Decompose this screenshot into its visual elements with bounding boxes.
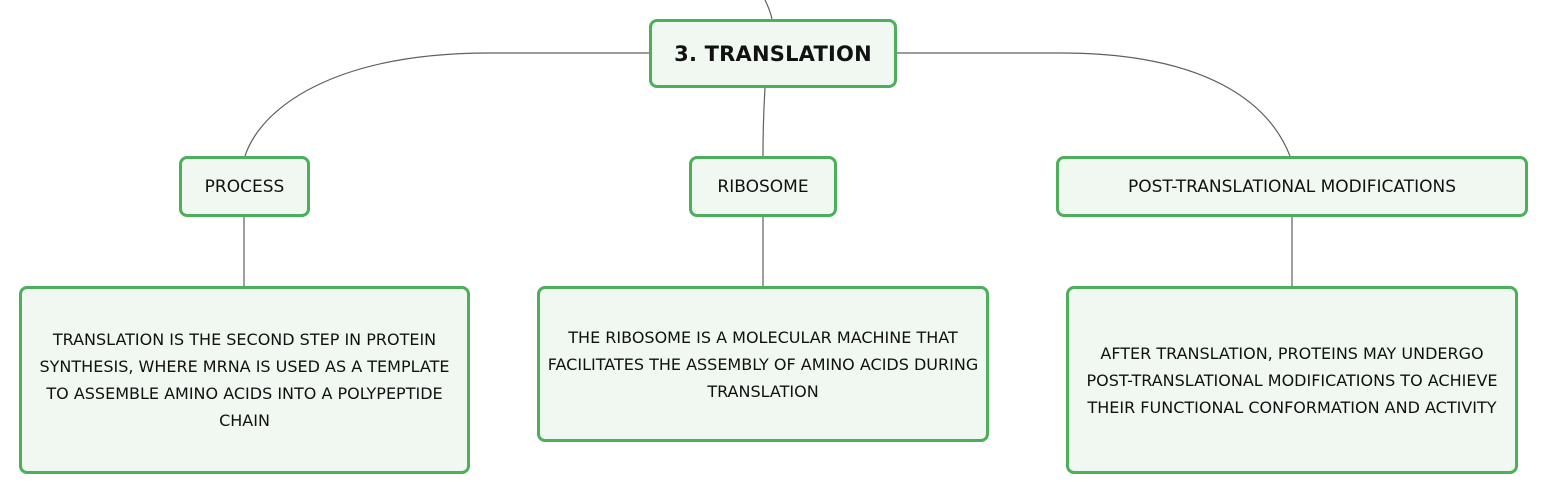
connector-root-to-process [244, 52, 649, 157]
detail-node-process[interactable]: TRANSLATION IS THE SECOND STEP IN PROTEI… [19, 286, 470, 474]
connector-parent-to-root [764, 0, 773, 20]
root-node-translation[interactable]: 3. TRANSLATION [649, 19, 897, 88]
branch-node-post-translational-modifications[interactable]: POST-TRANSLATIONAL MODIFICATIONS [1056, 156, 1528, 217]
connector-root-to-ribosome [762, 87, 766, 157]
connector-root-to-ptm [897, 52, 1291, 157]
branch-node-label: POST-TRANSLATIONAL MODIFICATIONS [1127, 176, 1457, 197]
detail-node-text: TRANSLATION IS THE SECOND STEP IN PROTEI… [39, 330, 450, 430]
branch-node-ribosome[interactable]: RIBOSOME [689, 156, 837, 217]
detail-node-post-translational-modifications[interactable]: AFTER TRANSLATION, PROTEINS MAY UNDERGO … [1066, 286, 1518, 474]
detail-node-ribosome[interactable]: THE RIBOSOME IS A MOLECULAR MACHINE THAT… [537, 286, 989, 442]
detail-node-text: THE RIBOSOME IS A MOLECULAR MACHINE THAT… [547, 327, 979, 401]
branch-node-process[interactable]: PROCESS [179, 156, 310, 217]
root-node-label: 3. TRANSLATION [674, 41, 872, 66]
branch-node-label: RIBOSOME [717, 176, 809, 197]
branch-node-label: PROCESS [204, 176, 285, 197]
detail-node-text: AFTER TRANSLATION, PROTEINS MAY UNDERGO … [1086, 343, 1498, 417]
